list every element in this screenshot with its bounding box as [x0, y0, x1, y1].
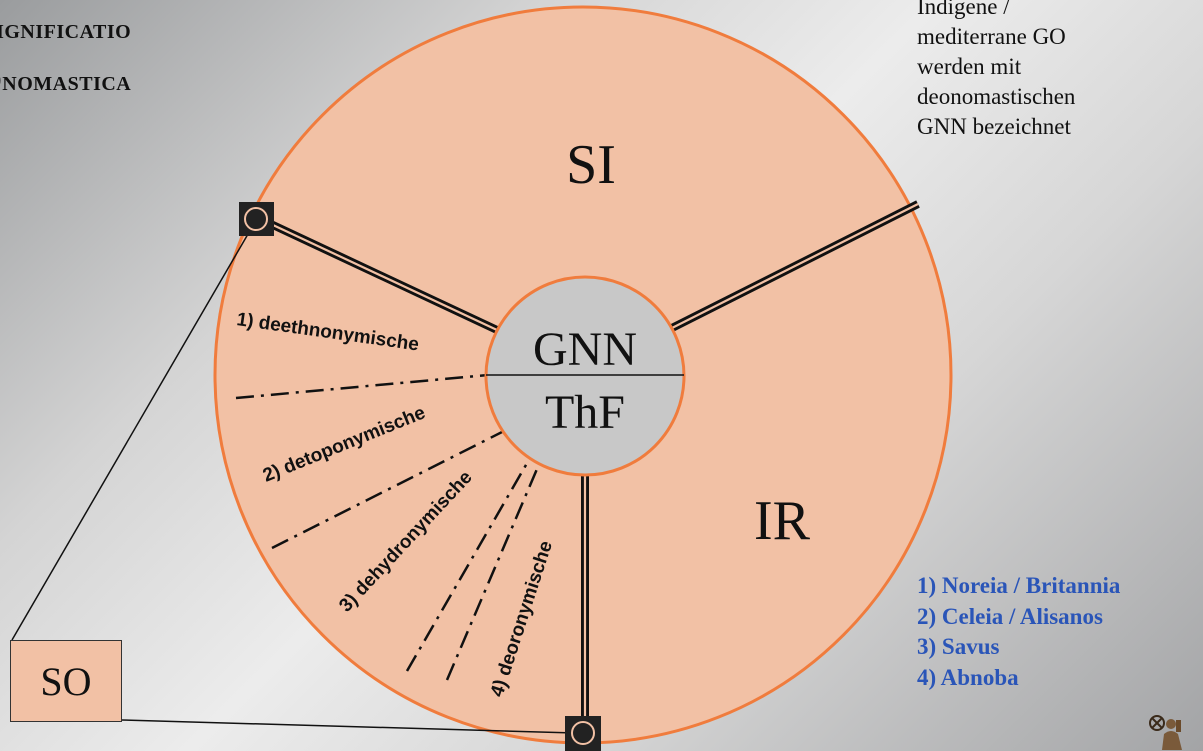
divider-2 [271, 428, 507, 550]
hub-label-gnn: GNN [533, 323, 637, 376]
figure-logo-icon [1149, 715, 1182, 750]
example-item: 3) Savus [917, 634, 1000, 659]
center-hub [484, 275, 686, 477]
hub-label-thf: ThF [545, 386, 625, 439]
note-line: Indigene / [917, 0, 1010, 19]
spoke-right [666, 200, 920, 334]
example-item: 2) Celeia / Alisanos [917, 603, 1103, 629]
note-line: werden mit [917, 54, 1022, 79]
divider-1 [235, 373, 489, 400]
example-item: 4) Abnoba [917, 664, 1019, 690]
page-title-line2: Onomastica [0, 66, 132, 97]
segment-label-ir: IR [754, 490, 811, 552]
note-line: mediterrane GO [917, 24, 1066, 49]
segment-label-si: SI [566, 134, 616, 196]
examples-list: 1) Noreia / Britannia 2) Celeia / Alisan… [917, 571, 1120, 693]
divider-4 [445, 461, 542, 681]
circle-in-square-icon [239, 202, 274, 236]
so-box: SO [10, 640, 122, 722]
spoke-left [256, 214, 499, 334]
note-line: deonomastischen [917, 84, 1076, 109]
note-line: GNN bezeichnet [917, 114, 1071, 139]
example-item: 1) Noreia / Britannia [917, 573, 1121, 598]
divider-3 [405, 457, 532, 672]
so-connector-bottom [121, 719, 576, 734]
explanatory-note: Indigene / mediterrane GO werden mit deo… [917, 0, 1197, 142]
so-connector-top [11, 221, 256, 641]
circle-in-square-icon [565, 716, 601, 751]
page-title-line1: Significatio [0, 14, 132, 45]
